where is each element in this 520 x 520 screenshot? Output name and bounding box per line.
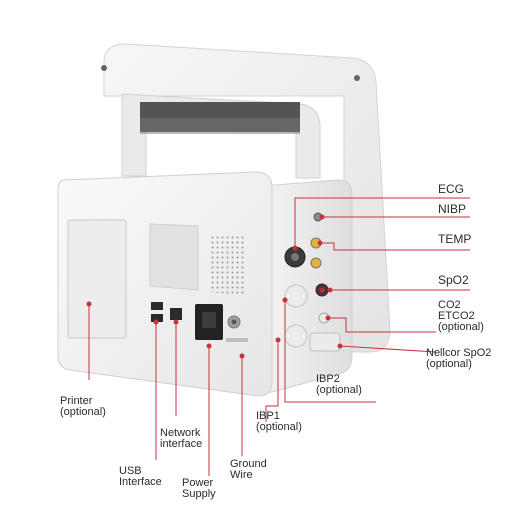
screen-housing [103, 43, 391, 353]
nellcor-spo2-connector [309, 332, 341, 352]
usb-port-1 [151, 302, 163, 310]
label-ground-wire: Ground Wire [230, 459, 267, 481]
label-ecg: ECG [438, 183, 464, 195]
ibp2-connector [284, 284, 308, 308]
ibp1-connector [284, 324, 308, 348]
screen-screw-left [101, 65, 107, 71]
label-printer-line1: Printer [60, 395, 93, 407]
label-usb-line1: USB [119, 465, 142, 477]
leader-ecg [294, 197, 470, 248]
label-nibp: NIBP [438, 203, 466, 215]
speaker-grill [210, 236, 246, 296]
label-power-line2: Supply [182, 488, 216, 500]
leader-ibp1 [265, 340, 279, 422]
label-printer: Printer (optional) [60, 396, 106, 418]
screen-screw-right [354, 75, 360, 81]
leader-nellcor [339, 345, 437, 353]
printer-door [67, 219, 127, 339]
device-side-panel [261, 179, 353, 393]
label-nellcor-line1: Nellcor SpO2 [426, 347, 492, 359]
label-ibp1: IBP1 (optional) [256, 411, 302, 433]
label-temp-text: TEMP [438, 232, 472, 246]
leader-co2 [328, 317, 436, 333]
label-spo2-text: SpO2 [438, 273, 469, 287]
label-co2-line1: CO2 [438, 299, 461, 311]
leader-lines [88, 197, 470, 476]
label-ground-line1: Ground [230, 458, 267, 470]
label-co2-line3: (optional) [438, 321, 484, 333]
leader-ibp2 [284, 300, 376, 403]
label-ground-line2: Wire [230, 469, 253, 481]
leader-temp [320, 242, 470, 251]
label-network-line1: Network [160, 427, 201, 439]
label-nellcor-spo2: Nellcor SpO2 (optional) [426, 348, 491, 370]
label-network-interface: Network interface [160, 428, 202, 450]
temp-connector-2 [310, 257, 322, 269]
label-co2-line2: ETCO2 [438, 310, 475, 322]
label-ibp2: IBP2 (optional) [316, 374, 362, 396]
label-temp: TEMP [438, 233, 471, 245]
usb-port-2 [151, 314, 163, 322]
label-usb-line2: Interface [119, 476, 162, 488]
label-spo2: SpO2 [438, 274, 469, 286]
label-ibp2-line2: (optional) [316, 384, 362, 396]
label-nibp-text: NIBP [438, 202, 467, 216]
label-ibp2-line1: IBP2 [316, 373, 340, 385]
label-power-supply: Power Supply [182, 478, 216, 500]
label-usb-interface: USB Interface [119, 466, 162, 488]
network-port [170, 308, 182, 320]
label-power-line1: Power [182, 477, 214, 489]
label-co2: CO2 ETCO2 (optional) [438, 300, 484, 333]
label-ecg-text: ECG [438, 182, 465, 196]
label-nellcor-line2: (optional) [426, 358, 472, 370]
label-printer-line2: (optional) [60, 406, 106, 418]
label-ibp1-line1: IBP1 [256, 410, 280, 422]
leader-dots [86, 214, 343, 359]
label-network-line2: interface [160, 438, 203, 450]
label-ibp1-line2: (optional) [256, 421, 302, 433]
label-plate [149, 223, 199, 291]
